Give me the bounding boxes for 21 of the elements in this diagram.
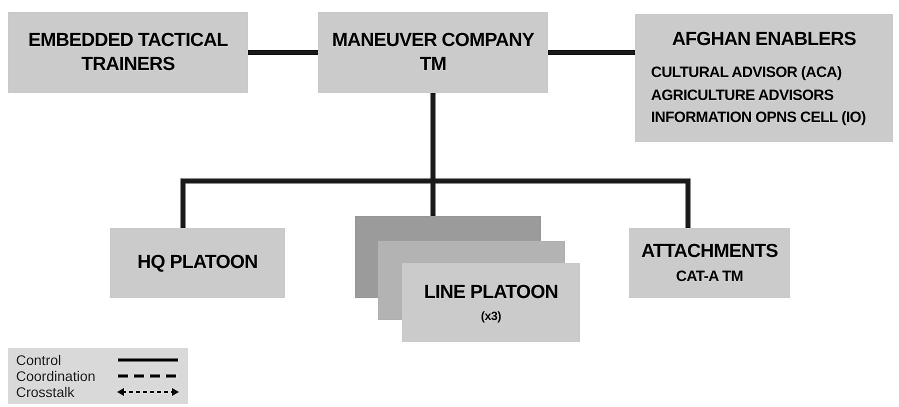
process-box <box>8 12 248 93</box>
process-box <box>635 14 893 142</box>
connector-line <box>548 50 635 55</box>
process-box <box>318 12 548 93</box>
box-subtitle: (x3) <box>480 308 502 324</box>
box-item: AGRICULTURE ADVISORS <box>651 86 834 106</box>
process-box <box>110 228 285 298</box>
box-title: ATTACHMENTS <box>641 240 778 264</box>
box-title: AFGHAN ENABLERS <box>672 28 856 52</box>
legend-label: Coordination <box>16 369 96 383</box>
box-title: MANEUVER COMPANY TM <box>330 28 536 76</box>
connector-line <box>248 50 318 55</box>
box-title: EMBEDDED TACTICAL TRAINERS <box>27 28 229 76</box>
legend-label: Control <box>16 353 62 367</box>
process-box <box>629 228 790 298</box>
box-item: INFORMATION OPNS CELL (IO) <box>651 109 866 128</box>
box-item: CULTURAL ADVISOR (ACA) <box>651 64 842 82</box>
box-title: HQ PLATOON <box>137 251 258 275</box>
box-item: CAT-A TM <box>676 268 743 286</box>
box-title: LINE PLATOON <box>424 281 558 305</box>
legend-label: Crosstalk <box>16 385 74 399</box>
